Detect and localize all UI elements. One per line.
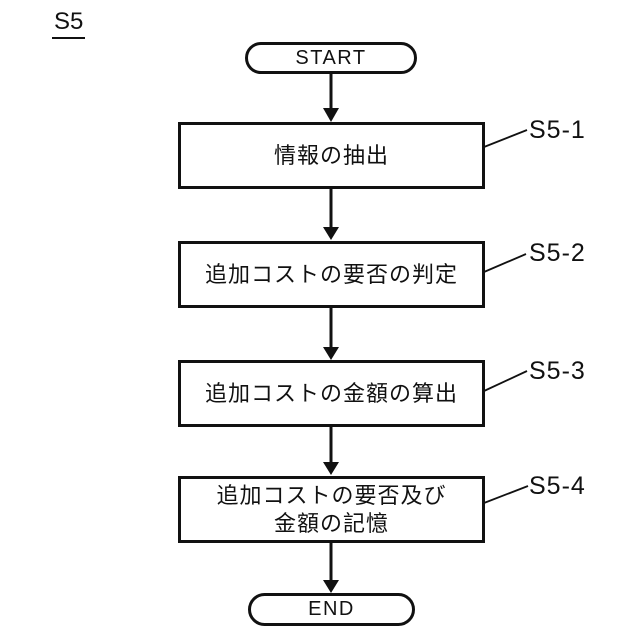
figure-label: S5 <box>52 8 86 39</box>
leader-line-step1 <box>483 129 528 148</box>
start-terminal-text: START <box>295 46 367 69</box>
step-box-additional-cost-necessity-judgment: 追加コストの要否の判定 <box>178 241 485 308</box>
step-box-text: 情報の抽出 <box>273 142 389 168</box>
end-terminal-text: END <box>308 598 355 620</box>
step-box-additional-cost-amount-calculation: 追加コストの金額の算出 <box>178 360 485 427</box>
step-box-text: 追加コストの金額の算出 <box>204 380 458 406</box>
start-terminal: START <box>245 42 417 74</box>
step-box-information-extraction: 情報の抽出 <box>178 122 485 189</box>
flow-arrow-start-to-step1 <box>323 73 339 122</box>
end-terminal: END <box>248 593 415 626</box>
step-box-text-line1: 追加コストの要否及び <box>216 483 447 508</box>
flow-arrow-step3-to-step4 <box>323 426 339 475</box>
step-box-text: 追加コストの要否の判定 <box>204 261 458 287</box>
step-reference-label: S5-4 <box>529 472 586 500</box>
flow-arrow-step2-to-step3 <box>323 307 339 360</box>
step-reference-label: S5-2 <box>529 239 586 267</box>
step-box-additional-cost-storage: 追加コストの要否及び 金額の記憶 <box>178 476 485 543</box>
step-reference-label: S5-1 <box>529 116 586 144</box>
flow-arrow-step4-to-end <box>323 542 339 593</box>
flow-arrow-step1-to-step2 <box>323 188 339 240</box>
step-box-text-line2: 金額の記憶 <box>273 510 389 536</box>
leader-line-step4 <box>483 485 529 504</box>
leader-line-step3 <box>483 370 528 392</box>
leader-line-step2 <box>483 253 527 273</box>
step-reference-label: S5-3 <box>529 357 586 385</box>
